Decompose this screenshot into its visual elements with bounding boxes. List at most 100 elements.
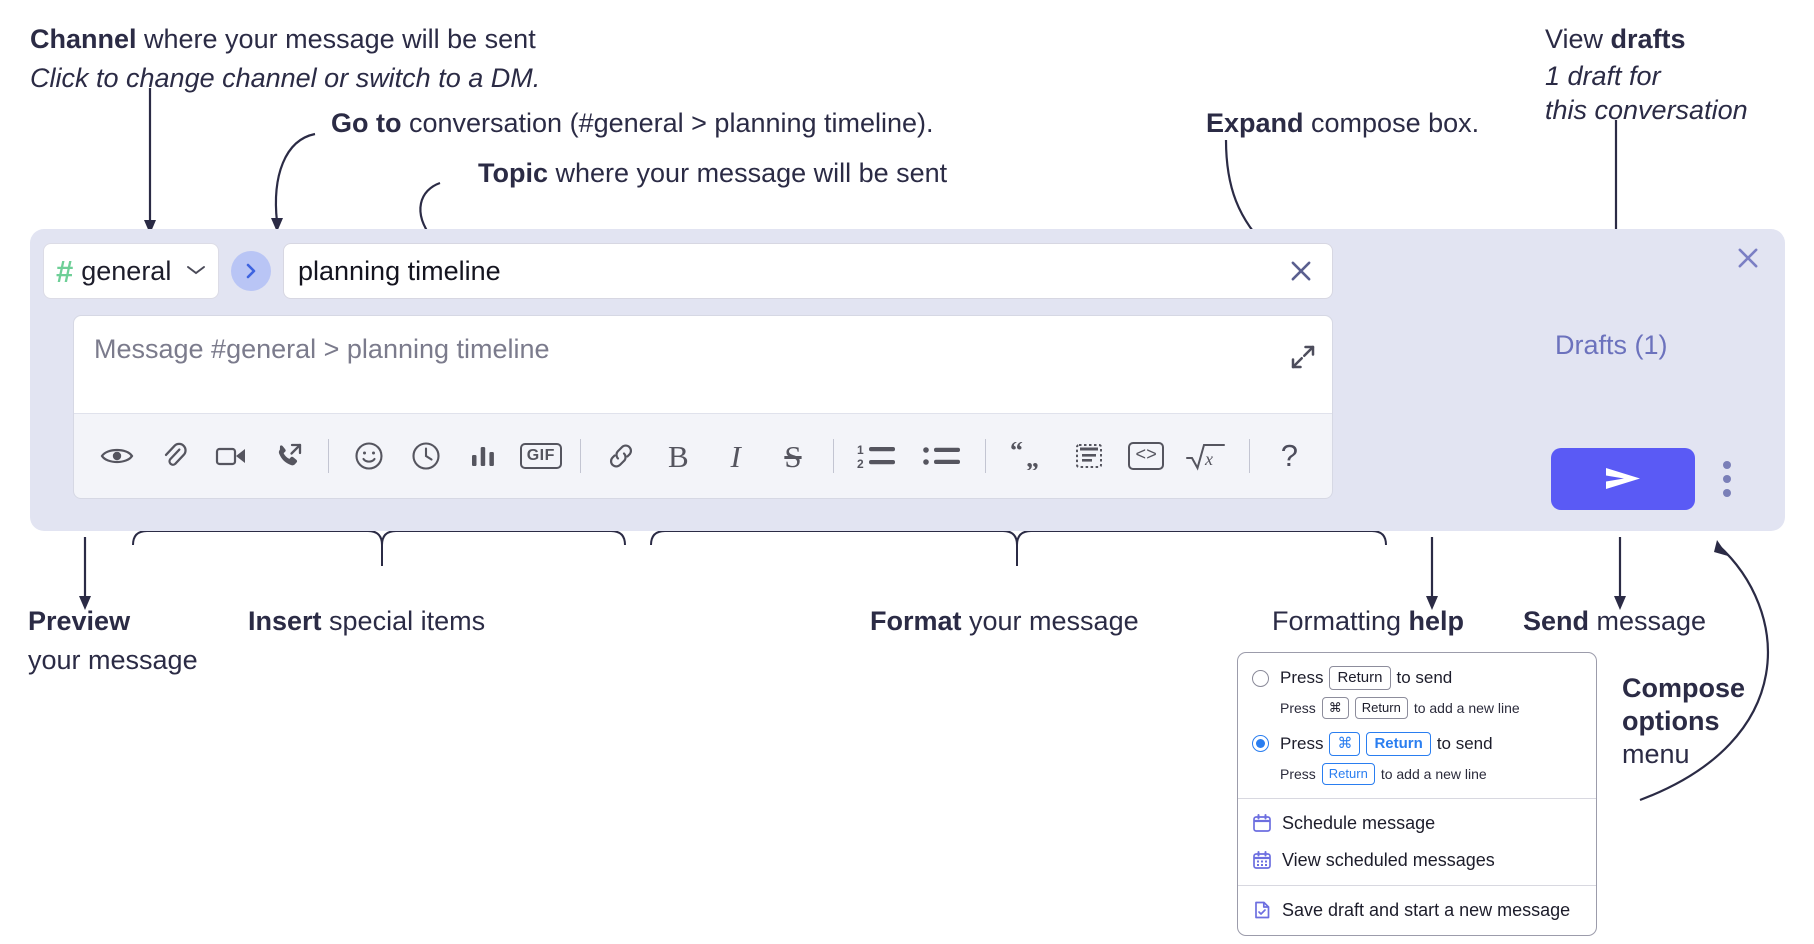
help-label: ?: [1280, 438, 1298, 473]
annotation-formatting-help: Formatting help: [1272, 604, 1464, 639]
annotation-insert-bold: Insert: [248, 606, 322, 636]
compose-options-menu: Press Return to send Press ⌘ Return to a…: [1237, 652, 1597, 936]
preview-icon[interactable]: [95, 433, 138, 479]
annotation-topic-bold: Topic: [478, 158, 548, 188]
annotation-drafts-italic-1: 1 draft for: [1545, 60, 1661, 91]
annotation-compose-rest: menu: [1622, 738, 1690, 769]
menu-item-view-scheduled-label: View scheduled messages: [1282, 849, 1495, 870]
message-placeholder: Message #general > planning timeline: [94, 334, 550, 364]
channel-name: general: [81, 255, 172, 286]
separator-5: [1248, 439, 1250, 473]
save-draft-icon: [1252, 900, 1272, 920]
option2-sub-key-return: Return: [1321, 763, 1375, 785]
svg-text:„: „: [1026, 444, 1039, 470]
separator-4: [985, 439, 987, 473]
call-icon[interactable]: [267, 433, 310, 479]
bold-icon[interactable]: B: [657, 433, 700, 479]
compose-options-kebab-icon[interactable]: [1714, 455, 1740, 503]
blockquote-icon[interactable]: “ „: [1004, 433, 1053, 479]
option1-press: Press: [1280, 668, 1324, 688]
send-shortcut-options: Press Return to send Press ⌘ Return to a…: [1238, 653, 1596, 798]
message-box: Message #general > planning timeline: [73, 315, 1333, 499]
annotation-expand-rest: compose box.: [1303, 108, 1480, 138]
inline-code-icon[interactable]: <>: [1124, 433, 1167, 479]
svg-text:x: x: [1204, 449, 1213, 469]
annotation-format: Format your message: [870, 604, 1139, 639]
menu-item-schedule-message[interactable]: Schedule message: [1238, 805, 1596, 842]
chevron-down-icon: [186, 261, 206, 281]
attachment-icon[interactable]: [152, 433, 195, 479]
calendar-icon: [1252, 813, 1272, 833]
topic-input[interactable]: planning timeline: [283, 243, 1333, 299]
annotation-insert: Insert special items: [248, 604, 485, 639]
bulleted-list-icon[interactable]: [916, 433, 967, 479]
ordered-list-icon[interactable]: 1 2: [852, 433, 903, 479]
emoji-icon[interactable]: [347, 433, 390, 479]
annotation-preview-line2: your message: [28, 644, 198, 675]
annotation-compose-bold-1: Compose: [1622, 673, 1746, 703]
clock-icon[interactable]: [405, 433, 448, 479]
code-block-icon[interactable]: [1067, 433, 1110, 479]
annotation-drafts-plain: View: [1545, 24, 1611, 54]
expand-icon[interactable]: [1288, 342, 1318, 372]
annotation-preview: Preview your message: [28, 604, 198, 677]
poll-icon[interactable]: [462, 433, 505, 479]
annotation-topic: Topic where your message will be sent: [478, 156, 947, 191]
send-arrow-icon: [1606, 468, 1640, 489]
menu-item-schedule-label: Schedule message: [1282, 812, 1436, 833]
close-icon[interactable]: [1731, 241, 1765, 275]
svg-text:2: 2: [857, 457, 864, 470]
option2-key-cmd: ⌘: [1329, 731, 1361, 757]
menu-divider-2: [1238, 884, 1596, 886]
drafts-link[interactable]: Drafts (1): [1555, 330, 1668, 360]
help-icon[interactable]: ?: [1268, 433, 1311, 479]
option1-sub-press: Press: [1280, 700, 1316, 717]
gif-icon[interactable]: GIF: [519, 433, 562, 479]
annotation-expand-bold: Expand: [1206, 108, 1304, 138]
bold-label: B: [668, 438, 689, 474]
annotation-send-rest: message: [1589, 606, 1707, 636]
annotation-compose-options: Compose options menu: [1622, 672, 1745, 771]
formatting-toolbar: GIF B I S: [74, 414, 1332, 498]
goto-conversation-button[interactable]: [231, 251, 271, 291]
option2-sub-press: Press: [1280, 765, 1316, 782]
annotation-goto-bold: Go to: [331, 108, 402, 138]
option2-key-return: Return: [1366, 731, 1431, 757]
math-icon[interactable]: x: [1182, 433, 1231, 479]
italic-label: I: [730, 438, 741, 474]
channel-selector[interactable]: # general: [43, 243, 219, 299]
hash-icon: #: [56, 253, 74, 289]
italic-icon[interactable]: I: [714, 433, 757, 479]
message-input[interactable]: Message #general > planning timeline: [74, 316, 1332, 414]
option1-tail: to send: [1396, 668, 1453, 688]
compose-header-row: # general planning timeline: [43, 243, 1333, 299]
menu-item-save-draft[interactable]: Save draft and start a new message: [1238, 892, 1596, 929]
link-icon[interactable]: [599, 433, 642, 479]
annotation-topic-rest: where your message will be sent: [548, 158, 948, 188]
calendar-grid-icon: [1252, 850, 1272, 870]
annotation-format-rest: your message: [961, 606, 1139, 636]
gif-label: GIF: [519, 443, 562, 469]
topic-value: planning timeline: [298, 255, 501, 286]
annotation-send: Send message: [1523, 604, 1706, 639]
menu-item-view-scheduled[interactable]: View scheduled messages: [1238, 842, 1596, 879]
clear-topic-icon[interactable]: [1284, 254, 1318, 288]
menu-divider-1: [1238, 797, 1596, 799]
radio-option-return-to-send[interactable]: Press Return to send: [1238, 663, 1596, 693]
separator-3: [832, 439, 834, 473]
option1-sub-tail: to add a new line: [1413, 700, 1520, 717]
annotation-format-bold: Format: [870, 606, 962, 636]
annotation-preview-bold: Preview: [28, 606, 131, 636]
option1-sub-key-return: Return: [1354, 697, 1408, 719]
radio-option-cmd-return-to-send[interactable]: Press ⌘ Return to send: [1238, 729, 1596, 759]
separator-1: [328, 439, 330, 473]
annotation-channel-rest: where your message will be sent: [136, 24, 536, 54]
annotation-channel-bold: Channel: [30, 24, 137, 54]
annotation-expand: Expand compose box.: [1206, 106, 1479, 141]
strikethrough-icon[interactable]: S: [771, 433, 814, 479]
radio-selected-icon: [1252, 735, 1269, 753]
video-icon[interactable]: [210, 433, 253, 479]
option1-sub-key-cmd: ⌘: [1321, 697, 1349, 719]
send-button[interactable]: [1551, 448, 1695, 510]
